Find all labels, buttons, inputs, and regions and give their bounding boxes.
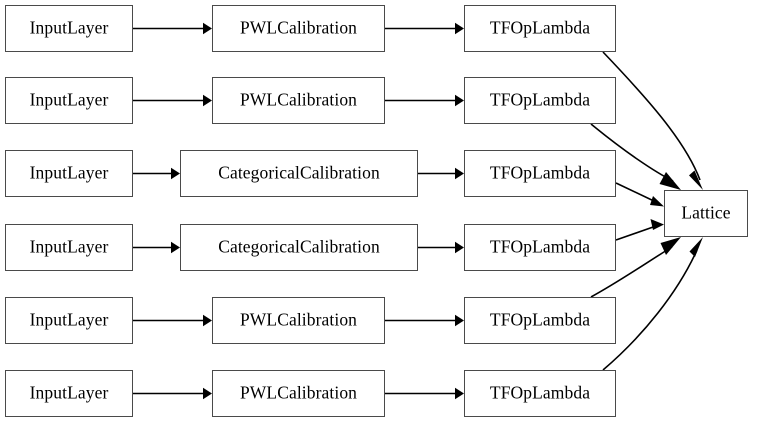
node-label: CategoricalCalibration <box>218 162 380 183</box>
arrowhead-lattice-from-lambda-1 <box>689 170 703 190</box>
arrowheads-calibration-to-lambda <box>455 22 464 400</box>
arrowhead-lambda-1 <box>455 22 464 35</box>
node-label: CategoricalCalibration <box>218 236 380 257</box>
arrowhead-calib-1 <box>203 22 212 35</box>
edge-lambda-3-to-lattice <box>615 182 657 203</box>
node-label: TFOpLambda <box>489 382 591 403</box>
edge-lambda-6-to-lattice <box>602 249 698 371</box>
node-label: TFOpLambda <box>489 162 591 183</box>
node-label: InputLayer <box>29 162 109 183</box>
node-label: PWLCalibration <box>239 309 358 330</box>
node-lambda-5[interactable]: TFOpLambda <box>464 297 616 344</box>
arrowhead-calib-4 <box>171 241 180 254</box>
node-label: TFOpLambda <box>489 236 591 257</box>
edge-lambda-4-to-lattice <box>615 225 657 241</box>
node-input-5[interactable]: InputLayer <box>5 297 133 344</box>
node-label: TFOpLambda <box>489 309 591 330</box>
edge-group-calibration-to-lambda <box>385 27 455 395</box>
arrowhead-calib-5 <box>203 314 212 327</box>
node-lambda-3[interactable]: TFOpLambda <box>464 150 616 197</box>
arrowhead-lambda-3 <box>455 167 464 180</box>
arrowhead-calib-6 <box>203 387 212 400</box>
node-label: TFOpLambda <box>489 17 591 38</box>
node-lambda-1[interactable]: TFOpLambda <box>464 5 616 52</box>
arrowhead-lambda-5 <box>455 314 464 327</box>
node-label: InputLayer <box>29 89 109 110</box>
edge-group-input-to-calibration <box>133 27 203 395</box>
node-label: Lattice <box>681 202 731 223</box>
arrowhead-lambda-4 <box>455 241 464 254</box>
node-calib-2[interactable]: PWLCalibration <box>212 77 385 124</box>
node-input-3[interactable]: InputLayer <box>5 150 133 197</box>
node-lambda-6[interactable]: TFOpLambda <box>464 370 616 417</box>
node-label: InputLayer <box>29 17 109 38</box>
node-input-1[interactable]: InputLayer <box>5 5 133 52</box>
edge-lambda-1-to-lattice <box>602 51 701 181</box>
node-calib-3[interactable]: CategoricalCalibration <box>180 150 418 197</box>
node-calib-4[interactable]: CategoricalCalibration <box>180 224 418 271</box>
arrowhead-lattice-from-lambda-5 <box>660 237 681 255</box>
node-calib-6[interactable]: PWLCalibration <box>212 370 385 417</box>
node-calib-5[interactable]: PWLCalibration <box>212 297 385 344</box>
node-label: InputLayer <box>29 382 109 403</box>
node-label: PWLCalibration <box>239 382 358 403</box>
node-calib-1[interactable]: PWLCalibration <box>212 5 385 52</box>
arrowhead-lambda-6 <box>455 387 464 400</box>
node-label: PWLCalibration <box>239 17 358 38</box>
arrowheads-input-to-calibration <box>171 22 212 400</box>
node-label: TFOpLambda <box>489 89 591 110</box>
node-input-4[interactable]: InputLayer <box>5 224 133 271</box>
node-lattice[interactable]: Lattice <box>664 190 748 237</box>
node-label: PWLCalibration <box>239 89 358 110</box>
node-lambda-4[interactable]: TFOpLambda <box>464 224 616 271</box>
node-label: InputLayer <box>29 309 109 330</box>
arrowhead-lambda-2 <box>455 94 464 107</box>
arrowhead-lattice-from-lambda-6 <box>689 237 703 257</box>
arrowhead-lattice-from-lambda-3 <box>650 196 664 207</box>
node-input-2[interactable]: InputLayer <box>5 77 133 124</box>
node-lambda-2[interactable]: TFOpLambda <box>464 77 616 124</box>
arrowhead-lattice-from-lambda-2 <box>659 172 681 190</box>
arrowhead-lattice-from-lambda-4 <box>650 219 664 230</box>
node-label: InputLayer <box>29 236 109 257</box>
arrowhead-calib-3 <box>171 167 180 180</box>
arrowhead-calib-2 <box>203 94 212 107</box>
arrowheads-lambda-to-lattice <box>650 170 703 257</box>
node-input-6[interactable]: InputLayer <box>5 370 133 417</box>
